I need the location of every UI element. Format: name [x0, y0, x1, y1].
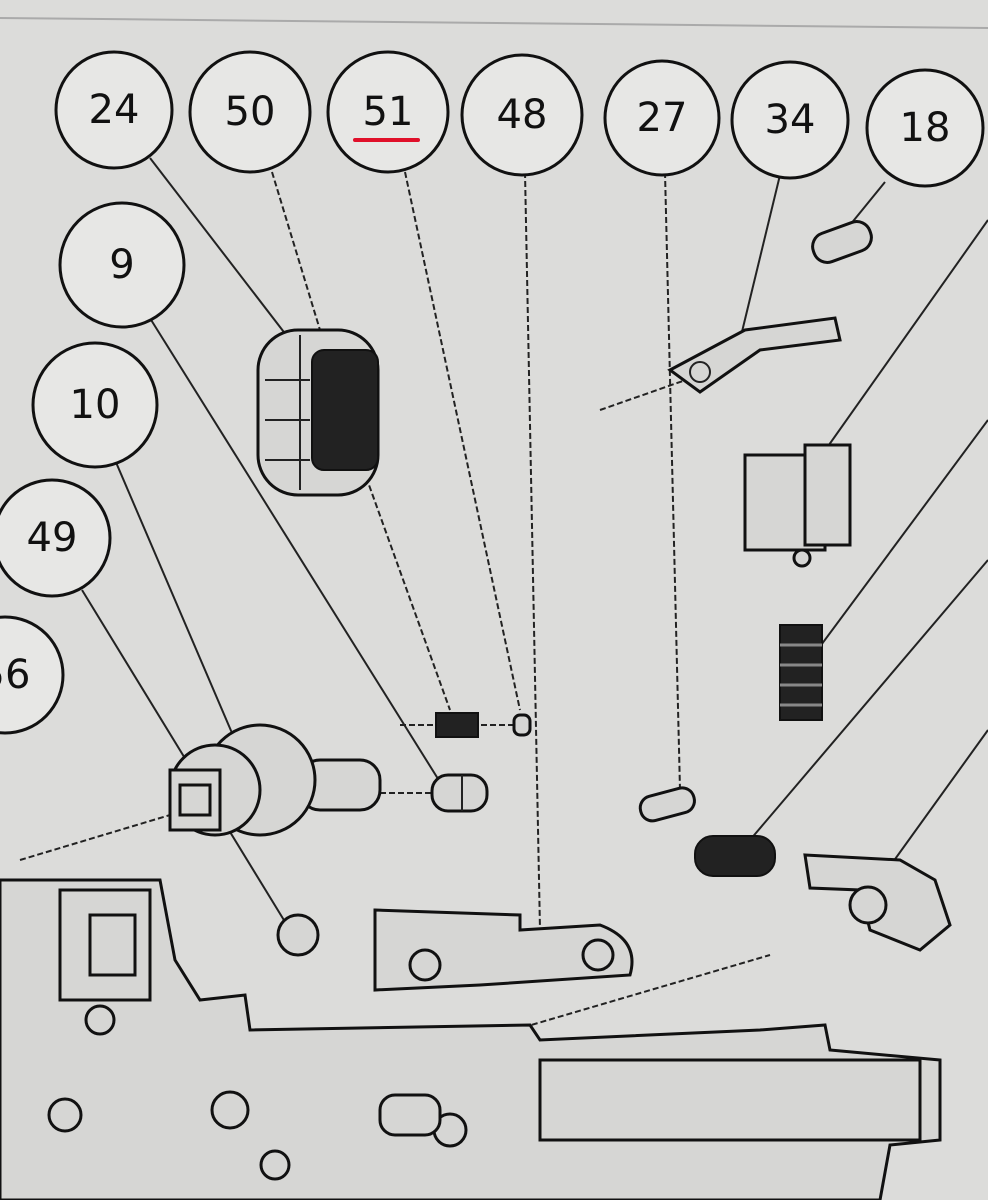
- ball-part-49: [276, 913, 320, 957]
- leader-right-3: [749, 559, 988, 841]
- callout-56: 56: [0, 615, 65, 735]
- callout-9-label: 9: [109, 242, 134, 288]
- leader-50: [271, 171, 321, 331]
- callout-9: 9: [58, 201, 186, 329]
- cylinder-assembly-part-10: [168, 723, 382, 837]
- leader-right-4: [879, 729, 988, 881]
- paper-top-edge: [0, 17, 988, 29]
- callout-18-label: 18: [900, 105, 951, 151]
- callout-51-label: 51: [363, 89, 414, 135]
- callout-34-label: 34: [765, 97, 816, 143]
- leader-51: [404, 171, 521, 711]
- leader-34: [739, 174, 781, 341]
- leader-18: [849, 181, 886, 226]
- leader-27: [664, 171, 681, 791]
- callout-18: 18: [865, 68, 985, 188]
- callout-51: 51: [326, 50, 450, 174]
- callout-10-label: 10: [70, 382, 121, 428]
- callout-27: 27: [603, 59, 721, 177]
- roller-part-27: [638, 786, 696, 823]
- callout-10: 10: [31, 341, 159, 469]
- callout-24-label: 24: [89, 87, 140, 133]
- callout-56-label: 56: [0, 652, 30, 698]
- lever-part-34: [667, 316, 842, 394]
- callout-48: 48: [460, 53, 584, 177]
- callout-50-label: 50: [225, 89, 276, 135]
- catch-part: [803, 853, 952, 952]
- callout-50: 50: [188, 50, 312, 174]
- cylinder-part-18: [811, 220, 873, 264]
- link-bar-part: [373, 908, 634, 992]
- callout-34: 34: [730, 60, 850, 180]
- leader-right-2: [809, 419, 988, 661]
- leader-9: [147, 314, 446, 791]
- housing-block-part: [743, 443, 852, 568]
- leader-50-lower: [359, 459, 451, 711]
- callout-24: 24: [54, 50, 174, 170]
- callout-49-label: 49: [27, 515, 78, 561]
- leader-left-dash: [19, 814, 171, 861]
- small-pin-part: [512, 713, 532, 737]
- coil-spring-part: [779, 624, 823, 721]
- selector-drum-part: [256, 328, 380, 497]
- leader-10: [114, 459, 236, 741]
- callout-49: 49: [0, 478, 112, 598]
- callout-48-label: 48: [497, 92, 548, 138]
- receiver-body-part: [0, 878, 942, 1200]
- leader-48: [524, 171, 541, 931]
- pin-part-9: [430, 773, 489, 813]
- callout-27-label: 27: [637, 95, 688, 141]
- small-spring-part: [435, 712, 479, 738]
- small-coil-part: [694, 835, 776, 877]
- leader-24: [149, 157, 291, 341]
